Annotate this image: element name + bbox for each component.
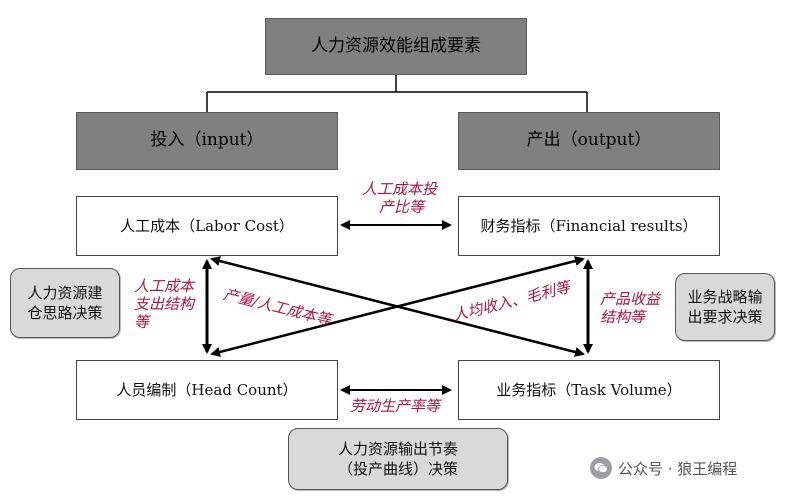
right-arrow-label: 产品收益 结构等 <box>600 290 660 326</box>
right-arrow-label-line-1: 产品收益 <box>600 290 661 308</box>
bottom-decision-line-2: （投产曲线）决策 <box>337 460 458 478</box>
financial-box: 财务指标（Financial results） <box>458 196 720 256</box>
top-arrow-label-line-1: 人工成本投 <box>362 180 438 198</box>
tree-connector <box>206 75 588 112</box>
left-decision-line-2: 仓思路决策 <box>27 304 103 322</box>
wechat-icon <box>590 457 612 479</box>
top-arrow-label: 人工成本投 产比等 <box>362 180 437 216</box>
labor-cost-box: 人工成本（Labor Cost） <box>76 196 338 256</box>
task-volume-box: 业务指标（Task Volume） <box>458 360 720 420</box>
right-decision-box: 业务战略输 出要求决策 <box>675 273 775 341</box>
task-volume-label: 业务指标（Task Volume） <box>496 380 682 399</box>
head-count-box: 人员编制（Head Count） <box>76 360 338 420</box>
bottom-decision-line-1: 人力资源输出节奏 <box>337 439 458 458</box>
right-decision-line-1: 业务战略输 <box>687 287 763 306</box>
top-arrow-label-line-2: 产比等 <box>379 198 425 216</box>
financial-label: 财务指标（Financial results） <box>480 216 698 235</box>
left-arrow-label: 人工成本 支出结构 等 <box>134 277 194 331</box>
left-decision-box: 人力资源建 仓思路决策 <box>10 268 120 338</box>
input-box: 投入（input） <box>76 112 338 170</box>
head-count-label: 人员编制（Head Count） <box>116 380 298 399</box>
watermark-text: 公众号 · 狼王编程 <box>618 459 738 478</box>
left-arrow-label-line-2: 支出结构 <box>134 295 195 313</box>
bottom-arrow-label: 劳动生产率等 <box>350 397 441 415</box>
left-arrow-label-line-1: 人工成本 <box>134 277 195 295</box>
diag-arrow-2 <box>210 256 585 357</box>
input-label: 投入（input） <box>150 130 264 151</box>
title-box: 人力资源效能组成要素 <box>265 18 527 75</box>
output-label: 产出（output） <box>526 130 652 151</box>
bottom-decision-box: 人力资源输出节奏 （投产曲线）决策 <box>288 428 508 490</box>
labor-cost-label: 人工成本（Labor Cost） <box>120 216 294 235</box>
right-decision-line-2: 出要求决策 <box>687 308 763 326</box>
title-text: 人力资源效能组成要素 <box>311 35 481 56</box>
output-box: 产出（output） <box>458 112 720 170</box>
right-arrow-label-line-2: 结构等 <box>600 308 646 326</box>
left-arrow-label-line-3: 等 <box>134 313 150 331</box>
watermark: 公众号 · 狼王编程 <box>590 457 737 479</box>
left-decision-line-1: 人力资源建 <box>27 283 103 302</box>
